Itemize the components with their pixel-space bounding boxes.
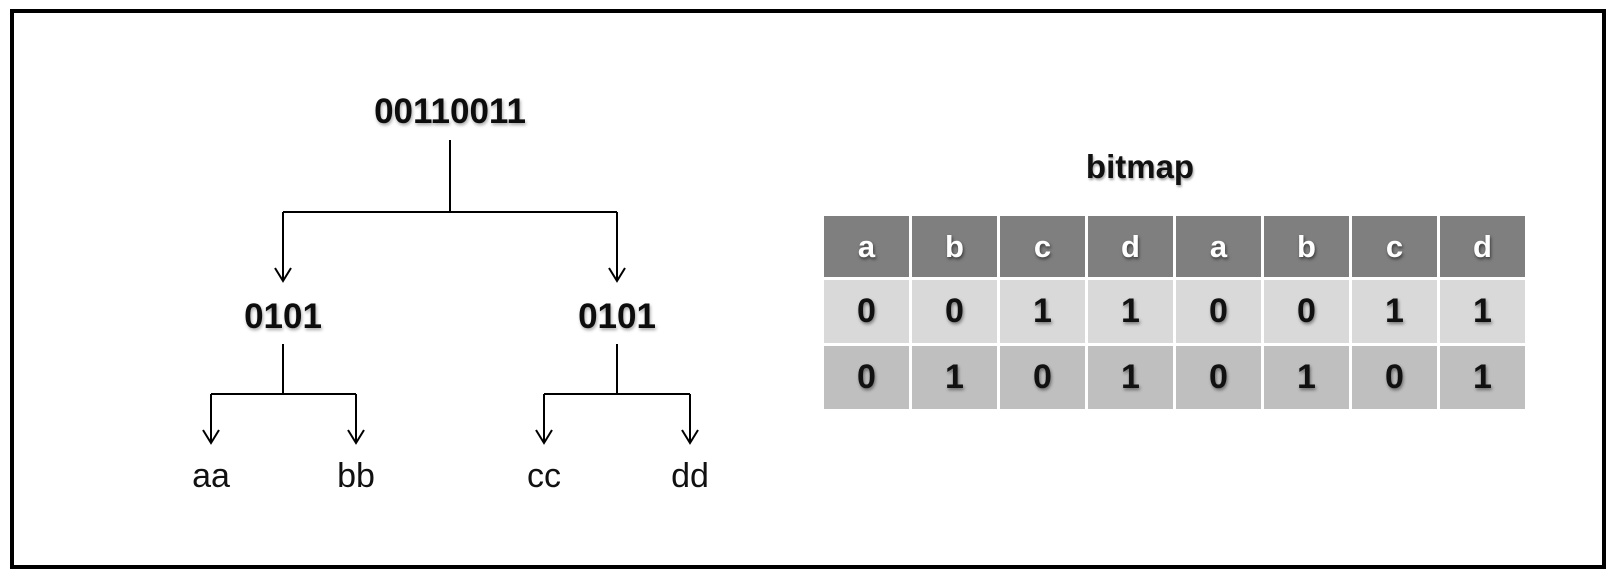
bitmap-row: 0 0 1 1 0 0 1 1 [824,280,1525,343]
bitmap-cell: 0 [1352,346,1437,409]
arrow-down-icon [608,267,626,283]
bitmap-cell: 1 [1440,346,1525,409]
bitmap-table: a b c d a b c d 0 0 1 1 0 0 1 1 0 1 0 1 … [821,213,1528,412]
bitmap-cell: 1 [912,346,997,409]
arrow-down-icon [202,429,220,445]
tree-left-node-label: 0101 [244,297,322,336]
bitmap-cell: 1 [1440,280,1525,343]
bitmap-cell: 0 [1264,280,1349,343]
arrow-down-icon [535,429,553,445]
bitmap-header-row: a b c d a b c d [824,216,1525,277]
arrow-down-icon [274,267,292,283]
bitmap-cell: 1 [1264,346,1349,409]
bitmap-cell: 0 [1000,346,1085,409]
bitmap-cell: 1 [1088,346,1173,409]
bitmap-header-cell: c [1000,216,1085,277]
bitmap-cell: 1 [1352,280,1437,343]
bitmap-header-cell: d [1088,216,1173,277]
bitmap-row: 0 1 0 1 0 1 0 1 [824,346,1525,409]
tree-connectors [202,140,699,445]
bitmap-header-cell: a [824,216,909,277]
tree-leaf-label: aa [192,457,230,495]
tree-leaf-label: bb [337,457,375,495]
bitmap-cell: 1 [1088,280,1173,343]
tree-leaf-label: dd [671,457,709,495]
bitmap-header-cell: d [1440,216,1525,277]
arrow-down-icon [347,429,365,445]
tree-right-node-label: 0101 [578,297,656,336]
bitmap-header-cell: b [912,216,997,277]
arrow-down-icon [681,429,699,445]
bitmap-title: bitmap [1085,148,1195,185]
tree-root-label: 00110011 [374,92,526,131]
bitmap-cell: 0 [824,280,909,343]
tree-leaf-label: cc [527,457,561,495]
bitmap-cell: 0 [912,280,997,343]
bitmap-header-cell: a [1176,216,1261,277]
bitmap-cell: 0 [1176,280,1261,343]
bitmap-header-cell: b [1264,216,1349,277]
bitmap-cell: 1 [1000,280,1085,343]
bitmap-cell: 0 [824,346,909,409]
bitmap-cell: 0 [1176,346,1261,409]
bitmap-header-cell: c [1352,216,1437,277]
